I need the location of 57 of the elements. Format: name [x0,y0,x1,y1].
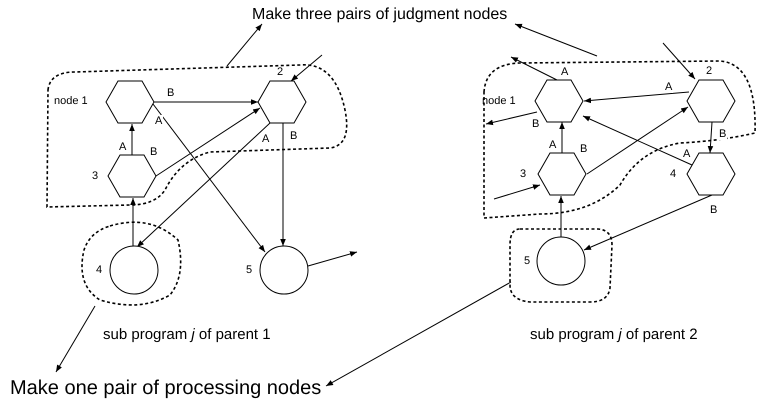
caption-text: sub program j of parent 1 [103,326,271,344]
arrow [586,106,688,174]
edge-label: A [118,141,128,153]
arrow [494,184,540,200]
arrow [308,251,358,266]
node-label: 2 [277,66,284,79]
judgment-hexagon [257,64,307,124]
arrow [129,124,135,156]
node-label: 4 [670,168,676,181]
edge-label: A [682,148,692,160]
arrow [584,194,712,250]
node-label: 5 [246,264,252,277]
arrow [662,42,696,80]
callout-label: Make one pair of processing nodes [10,376,322,400]
edge-label: B [709,204,718,216]
dashed-region [506,225,614,305]
edge-label: A [548,139,558,151]
arrow [708,122,714,154]
arrow [558,196,564,238]
edge-label: B [149,146,158,158]
node-label: 3 [520,168,526,181]
arrow [154,99,258,105]
node-label: node 1 [54,95,88,108]
arrow [582,116,692,166]
node-label: 4 [96,264,102,277]
edge-label: B [289,130,298,142]
edge-label: A [261,133,270,145]
arrow [152,104,266,252]
edge-label: B [166,87,176,99]
edge-label: B [531,118,540,130]
node-label: node 1 [482,95,516,108]
arrow [280,122,286,246]
arrow [226,24,262,66]
node-label: 2 [706,65,712,78]
arrow [514,24,598,56]
arrow [136,122,270,248]
arrow [559,122,565,154]
judgment-hexagon [90,154,157,198]
arrow [510,56,558,80]
edge-label: A [560,66,570,78]
caption-text: sub program j of parent 2 [530,326,698,344]
node-label: 3 [92,170,98,183]
callout-label: Make three pairs of judgment nodes [252,5,508,25]
arrow [56,306,96,372]
arrow [326,282,512,386]
node-label: 5 [524,255,530,268]
edge-label: B [718,128,728,140]
arrow [290,54,322,82]
edge-label: B [579,143,588,155]
arrow [156,108,260,176]
arrow [486,112,538,126]
judgment-hexagon [518,152,586,196]
dashed-region [480,58,757,220]
edge-label: A [664,81,674,93]
arrow [584,92,690,104]
arrow [130,198,136,246]
edge-label: A [154,115,164,127]
